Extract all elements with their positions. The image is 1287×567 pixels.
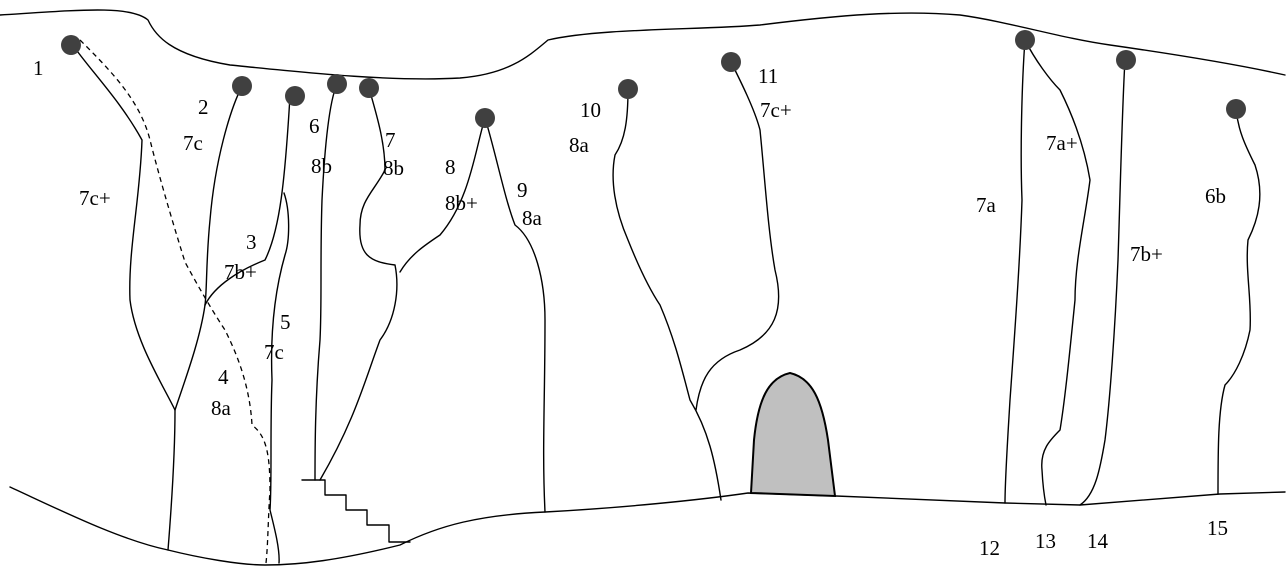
route-15-grade: 6b — [1205, 184, 1226, 208]
route-line-2 — [204, 85, 243, 306]
route-line-8 — [399, 117, 486, 273]
anchor-14 — [1116, 50, 1136, 70]
steps-line — [301, 479, 411, 543]
route-6-grade: 8b — [311, 154, 332, 178]
route-14-grade: 7b+ — [1130, 242, 1163, 266]
route-line-14 — [1079, 59, 1126, 506]
route-2-grade: 7c — [183, 131, 203, 155]
anchor-15 — [1226, 99, 1246, 119]
route-line-3 — [204, 95, 291, 306]
route-12-grade: 7a — [976, 193, 996, 217]
ground-line — [9, 486, 1286, 566]
anchor-3 — [285, 86, 305, 106]
route-line-15 — [1217, 108, 1261, 495]
anchor-10 — [618, 79, 638, 99]
route-5-number: 5 — [280, 310, 291, 334]
route-13-grade: 7a+ — [1046, 131, 1078, 155]
route-10-number: 10 — [580, 98, 601, 122]
cave-shape — [749, 371, 837, 498]
route-line-11 — [695, 61, 780, 411]
route-1-number: 1 — [33, 56, 44, 80]
route-8-grade: 8b+ — [445, 191, 478, 215]
route-2-number: 2 — [198, 95, 209, 119]
route-1-grade: 7c+ — [79, 186, 111, 210]
route-line-13 — [1024, 39, 1091, 506]
route-4-number: 4 — [218, 365, 229, 389]
anchor-7 — [359, 78, 379, 98]
route-7-grade: 8b — [383, 156, 404, 180]
route-line-9 — [484, 117, 546, 513]
route-3-grade: 7b+ — [224, 260, 257, 284]
route-3-number: 3 — [246, 230, 257, 254]
route-line-6 — [314, 83, 338, 481]
route-8-number: 8 — [445, 155, 456, 179]
anchor-6 — [327, 74, 347, 94]
route-10-grade: 8a — [569, 133, 589, 157]
route-14-number: 14 — [1087, 529, 1108, 553]
route-9-number: 9 — [517, 178, 528, 202]
route-12-number: 12 — [979, 536, 1000, 560]
anchor-12 — [1015, 30, 1035, 50]
route-9-grade: 8a — [522, 206, 542, 230]
route-15-number: 15 — [1207, 516, 1228, 540]
route-11-grade: 7c+ — [760, 98, 792, 122]
route-line-10 — [612, 88, 722, 501]
route-line-1 — [71, 43, 176, 551]
cliff-top-line — [0, 9, 1286, 80]
route-5-grade: 7c — [264, 340, 284, 364]
route-line-5 — [269, 192, 290, 564]
anchor-1 — [61, 35, 81, 55]
route-line-7 — [319, 87, 398, 481]
route-line-12 — [1004, 39, 1026, 504]
route-6-number: 6 — [309, 114, 320, 138]
anchor-2 — [232, 76, 252, 96]
anchor-8 — [475, 108, 495, 128]
route-line-1-join — [174, 304, 206, 411]
route-7-number: 7 — [385, 128, 396, 152]
route-line-4 — [79, 39, 271, 564]
route-4-grade: 8a — [211, 396, 231, 420]
route-13-number: 13 — [1035, 529, 1056, 553]
anchor-11 — [721, 52, 741, 72]
route-11-number: 11 — [758, 64, 779, 88]
